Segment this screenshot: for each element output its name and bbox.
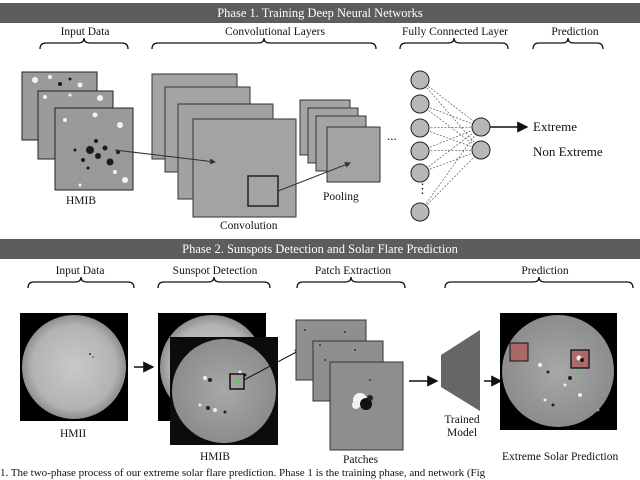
p1-conv-stack xyxy=(151,73,297,218)
p1-arrow-conv-to-pool xyxy=(277,162,351,192)
p1-vertical-ellipsis: ⋮ xyxy=(416,181,429,196)
p1-label-convolution: Convolution xyxy=(220,220,278,232)
p1-brace-prediction xyxy=(532,37,604,50)
p1-label-hmib: HMIB xyxy=(66,195,97,207)
p1-brace-fc xyxy=(399,37,509,50)
p1-output-non-extreme: Non Extreme xyxy=(533,144,603,159)
p2-label-hmii: HMII xyxy=(60,428,87,440)
p1-header-input-data: Input Data xyxy=(60,26,110,38)
p1-brace-input xyxy=(39,37,129,50)
p1-header-convolutional-layers: Convolutional Layers xyxy=(225,26,325,38)
p2-patch-texture xyxy=(304,329,371,381)
p1-label-pooling: Pooling xyxy=(323,191,359,203)
p1-fc-edges xyxy=(419,79,482,213)
p2-label-model: Model xyxy=(446,427,478,439)
p2-label-patches: Patches xyxy=(343,454,379,466)
p1-header-fully-connected-layer: Fully Connected Layer xyxy=(401,26,509,38)
p2-header-input-data: Input Data xyxy=(55,265,105,277)
p1-pool-stack xyxy=(299,99,381,183)
phase1-banner: Phase 1. Training Deep Neural Networks xyxy=(0,3,640,23)
p2-prediction-image xyxy=(500,313,617,430)
figure-caption: 1. The two-phase process of our extreme … xyxy=(0,467,486,479)
p1-header-prediction: Prediction xyxy=(551,26,599,38)
p2-hmii-image xyxy=(20,313,128,421)
p1-ellipsis: ... xyxy=(387,128,397,143)
p1-fc-nodes xyxy=(410,70,491,222)
p1-output-extreme: Extreme xyxy=(533,119,578,134)
p2-arrow-detection-to-patches xyxy=(243,349,301,381)
p2-brace-sunspot xyxy=(157,276,271,289)
p2-detection-stack xyxy=(158,313,278,445)
phase2-banner: Phase 2. Sunspots Detection and Solar Fl… xyxy=(0,239,640,259)
p2-header-patch-extraction: Patch Extraction xyxy=(314,265,392,277)
p2-brace-prediction xyxy=(444,276,634,289)
p2-label-hmib: HMIB xyxy=(200,451,231,463)
p2-patch-sunspot xyxy=(352,393,373,410)
p2-brace-input xyxy=(27,276,135,289)
p2-patch-stack xyxy=(295,319,404,451)
p1-arrow-input-to-conv xyxy=(114,149,216,165)
p1-brace-conv xyxy=(151,37,377,50)
p2-label-trained: Trained xyxy=(444,414,480,426)
p2-header-prediction: Prediction xyxy=(521,265,569,277)
p1-input-image-stack xyxy=(21,71,134,191)
p2-label-extreme-solar-prediction: Extreme Solar Prediction xyxy=(502,451,619,463)
p2-trained-model-shape xyxy=(441,330,480,411)
p2-header-sunspot-detection: Sunspot Detection xyxy=(172,265,258,277)
p2-brace-patch xyxy=(296,276,406,289)
